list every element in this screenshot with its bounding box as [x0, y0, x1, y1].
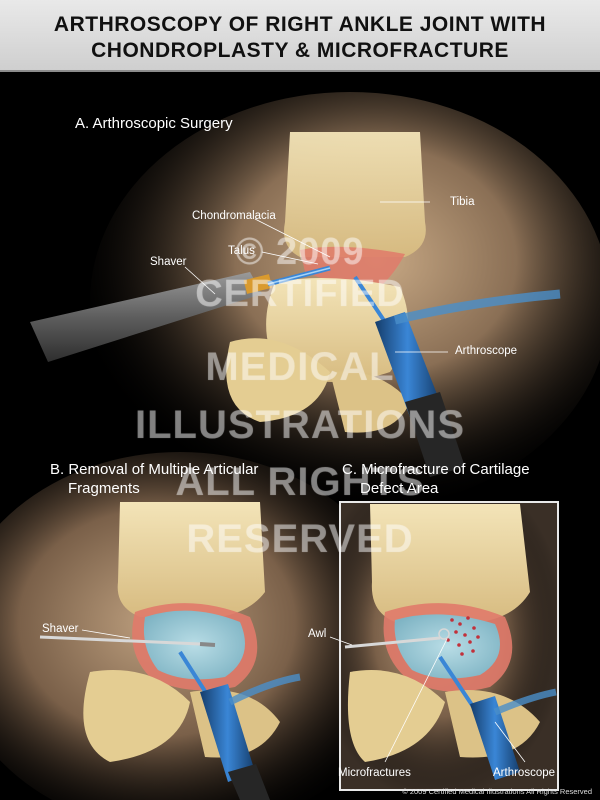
panel-c-art: [329, 501, 559, 791]
panel-c-label-line-2: Defect Area: [360, 480, 439, 497]
ankle-illustration-svg: [0, 92, 600, 800]
callout-chondromalacia: Chondromalacia: [192, 210, 276, 222]
panel-b-art: [0, 452, 410, 800]
panel-a-label: A. Arthroscopic Surgery: [75, 115, 233, 132]
panel-c-label: C. Microfracture of Cartilage Defect Are…: [342, 460, 530, 498]
callout-arthroscope-c: Arthroscope: [493, 767, 556, 779]
callout-shaver-a: Shaver: [150, 256, 187, 268]
callout-arthroscope-a: Arthroscope: [455, 345, 518, 357]
title-bar: ARTHROSCOPY OF RIGHT ANKLE JOINT WITH CH…: [0, 0, 600, 72]
panel-b-label-line-2: Fragments: [68, 480, 140, 497]
callout-shaver-b: Shaver: [42, 623, 79, 635]
callout-talus: Talus: [228, 245, 255, 257]
panel-b-label: B. Removal of Multiple Articular Fragmen…: [50, 460, 258, 498]
title-line-2: CHONDROPLASTY & MICROFRACTURE: [91, 39, 509, 62]
callout-tibia: Tibia: [450, 196, 475, 208]
microfracture-dots: [446, 616, 480, 656]
watermark-line-5: ALL RIGHTS: [175, 460, 425, 504]
panel-b-label-line-1: B. Removal of Multiple Articular: [50, 461, 259, 478]
panel-a-shaver: [30, 265, 331, 362]
watermark-line-1: © 2009: [235, 231, 365, 273]
title-line-1: ARTHROSCOPY OF RIGHT ANKLE JOINT WITH: [53, 13, 547, 36]
panel-c-label-line-1: C. Microfracture of Cartilage: [342, 461, 530, 478]
callout-microfractures: Microfractures: [338, 767, 411, 779]
panel-a-arthroscope: [353, 275, 561, 477]
watermark-line-6: RESERVED: [186, 517, 414, 561]
panel-a-art: [30, 92, 600, 512]
watermark-line-3: MEDICAL: [205, 345, 395, 389]
callout-awl: Awl: [308, 628, 327, 640]
watermark-line-2: CERTIFIED: [195, 273, 405, 315]
copyright-notice: © 2009 Certified Medical Illustrations A…: [402, 787, 592, 796]
watermark-line-4: ILLUSTRATIONS: [134, 403, 465, 447]
illustration-area: A. Arthroscopic Surgery B. Removal of Mu…: [0, 72, 600, 800]
